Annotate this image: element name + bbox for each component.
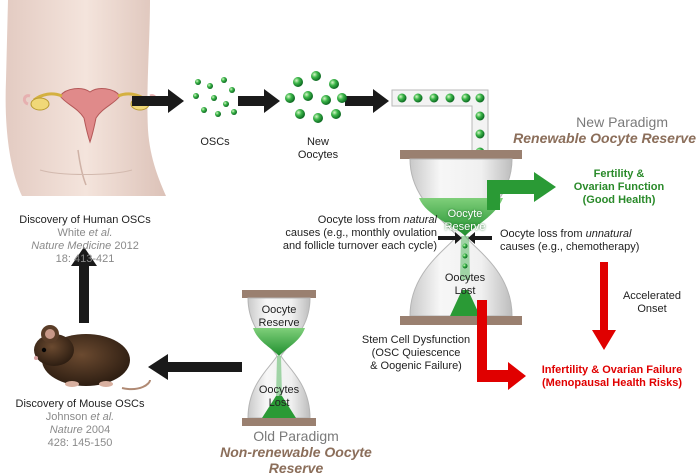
accelerated-arrow	[592, 262, 616, 350]
human-discovery-authors: White et al.	[57, 227, 113, 239]
new-paradigm-title: New Paradigm	[576, 114, 668, 130]
fertility-arrow	[487, 172, 556, 210]
old-paradigm-subtitle: Non-renewable Oocyte Reserve	[220, 444, 372, 476]
flow-arrows	[71, 89, 389, 380]
new-reserve-label: Oocyte Reserve	[444, 208, 486, 233]
arrow-mouse-to-human	[71, 247, 97, 323]
natural-loss-label: Oocyte loss from natural causes (e.g., m…	[282, 214, 437, 252]
infertility-label: Infertility & Ovarian Failure (Menopausa…	[541, 364, 683, 389]
human-discovery-title: Discovery of Human OSCs	[19, 214, 151, 226]
new-oocytes-label: New Oocytes	[297, 136, 339, 161]
mouse-discovery-ref: 428: 145-150	[47, 437, 113, 449]
diagram-canvas	[5, 0, 616, 426]
new-paradigm-heading: New Paradigm Renewable Oocyte Reserve	[480, 114, 696, 146]
oscs-label: OSCs	[200, 136, 230, 148]
old-lost-label: Oocytes Lost	[258, 384, 300, 409]
pointer-arrows	[438, 232, 492, 244]
stem-cell-dysfunction-label: Stem Cell Dysfunction (OSC Quiescence & …	[361, 334, 471, 372]
mouse-illustration	[34, 325, 151, 390]
mouse-discovery-title: Discovery of Mouse OSCs	[15, 398, 145, 410]
unnatural-loss-label: Oocyte loss from unnatural causes (e.g.,…	[500, 228, 640, 253]
old-paradigm-title: Old Paradigm	[253, 428, 339, 444]
mouse-discovery-caption: Discovery of Mouse OSCs Johnson et al. N…	[0, 398, 160, 450]
osc-cluster	[193, 77, 237, 117]
accelerated-onset-label: Accelerated Onset	[622, 290, 682, 315]
new-lost-label: Oocytes Lost	[444, 272, 486, 297]
old-reserve-label: Oocyte Reserve	[258, 304, 300, 329]
mouse-discovery-journal: Nature 2004	[49, 424, 111, 436]
human-discovery-caption: Discovery of Human OSCs White et al. Nat…	[0, 214, 170, 266]
fertility-label: Fertility & Ovarian Function (Good Healt…	[573, 168, 665, 206]
failure-arrows	[477, 262, 616, 390]
old-paradigm-hourglass	[242, 290, 316, 426]
human-discovery-ref: 18: 413-421	[55, 253, 115, 265]
old-paradigm-heading: Old Paradigm Non-renewable Oocyte Reserv…	[196, 428, 396, 476]
arrow-human-to-oscs	[132, 89, 184, 113]
mouse-discovery-authors: Johnson et al.	[45, 411, 115, 423]
arrow-old-to-mouse	[148, 354, 242, 380]
arrow-oscs-to-new	[238, 89, 280, 113]
new-paradigm-subtitle: Renewable Oocyte Reserve	[513, 130, 696, 146]
arrow-new-to-pipe	[345, 89, 389, 113]
dysfunction-arrow	[477, 300, 526, 390]
new-oocytes-cluster	[285, 71, 347, 123]
human-discovery-journal: Nature Medicine 2012	[31, 240, 139, 252]
